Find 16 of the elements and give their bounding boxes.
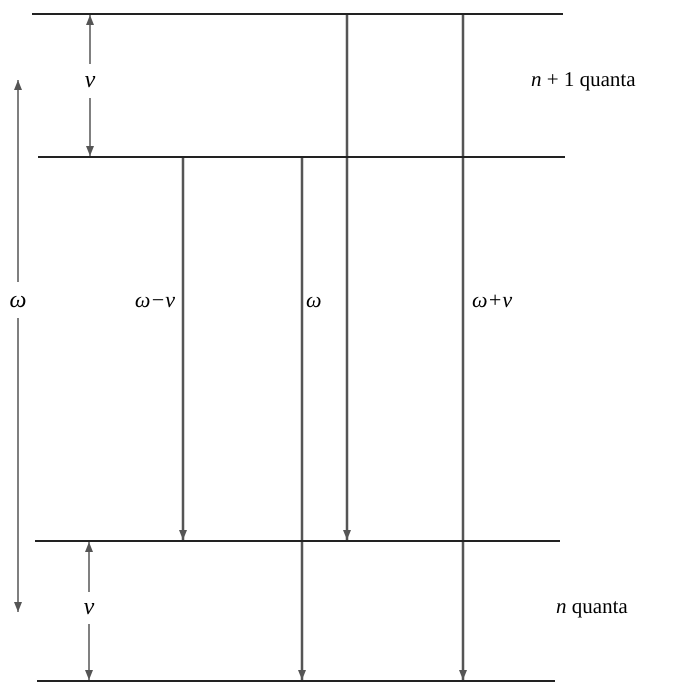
energy-level-line [32,13,563,15]
level-label: n quanta [556,596,628,617]
dimension-label: ν [84,68,96,92]
transition-arrow [343,15,351,540]
dimension-label: ω [10,288,26,312]
level-label: n + 1 quanta [531,69,636,90]
edge-label: ω [306,289,322,311]
energy-level-line [38,156,565,158]
energy-level-line [35,540,560,542]
dimension-label: ν [84,595,94,619]
edge-label: ω+ν [472,289,512,311]
energy-level-line [37,680,555,682]
transition-arrow [298,158,306,680]
transition-arrow [459,15,467,680]
edge-label: ω−ν [134,289,175,311]
transition-arrow [179,158,187,540]
